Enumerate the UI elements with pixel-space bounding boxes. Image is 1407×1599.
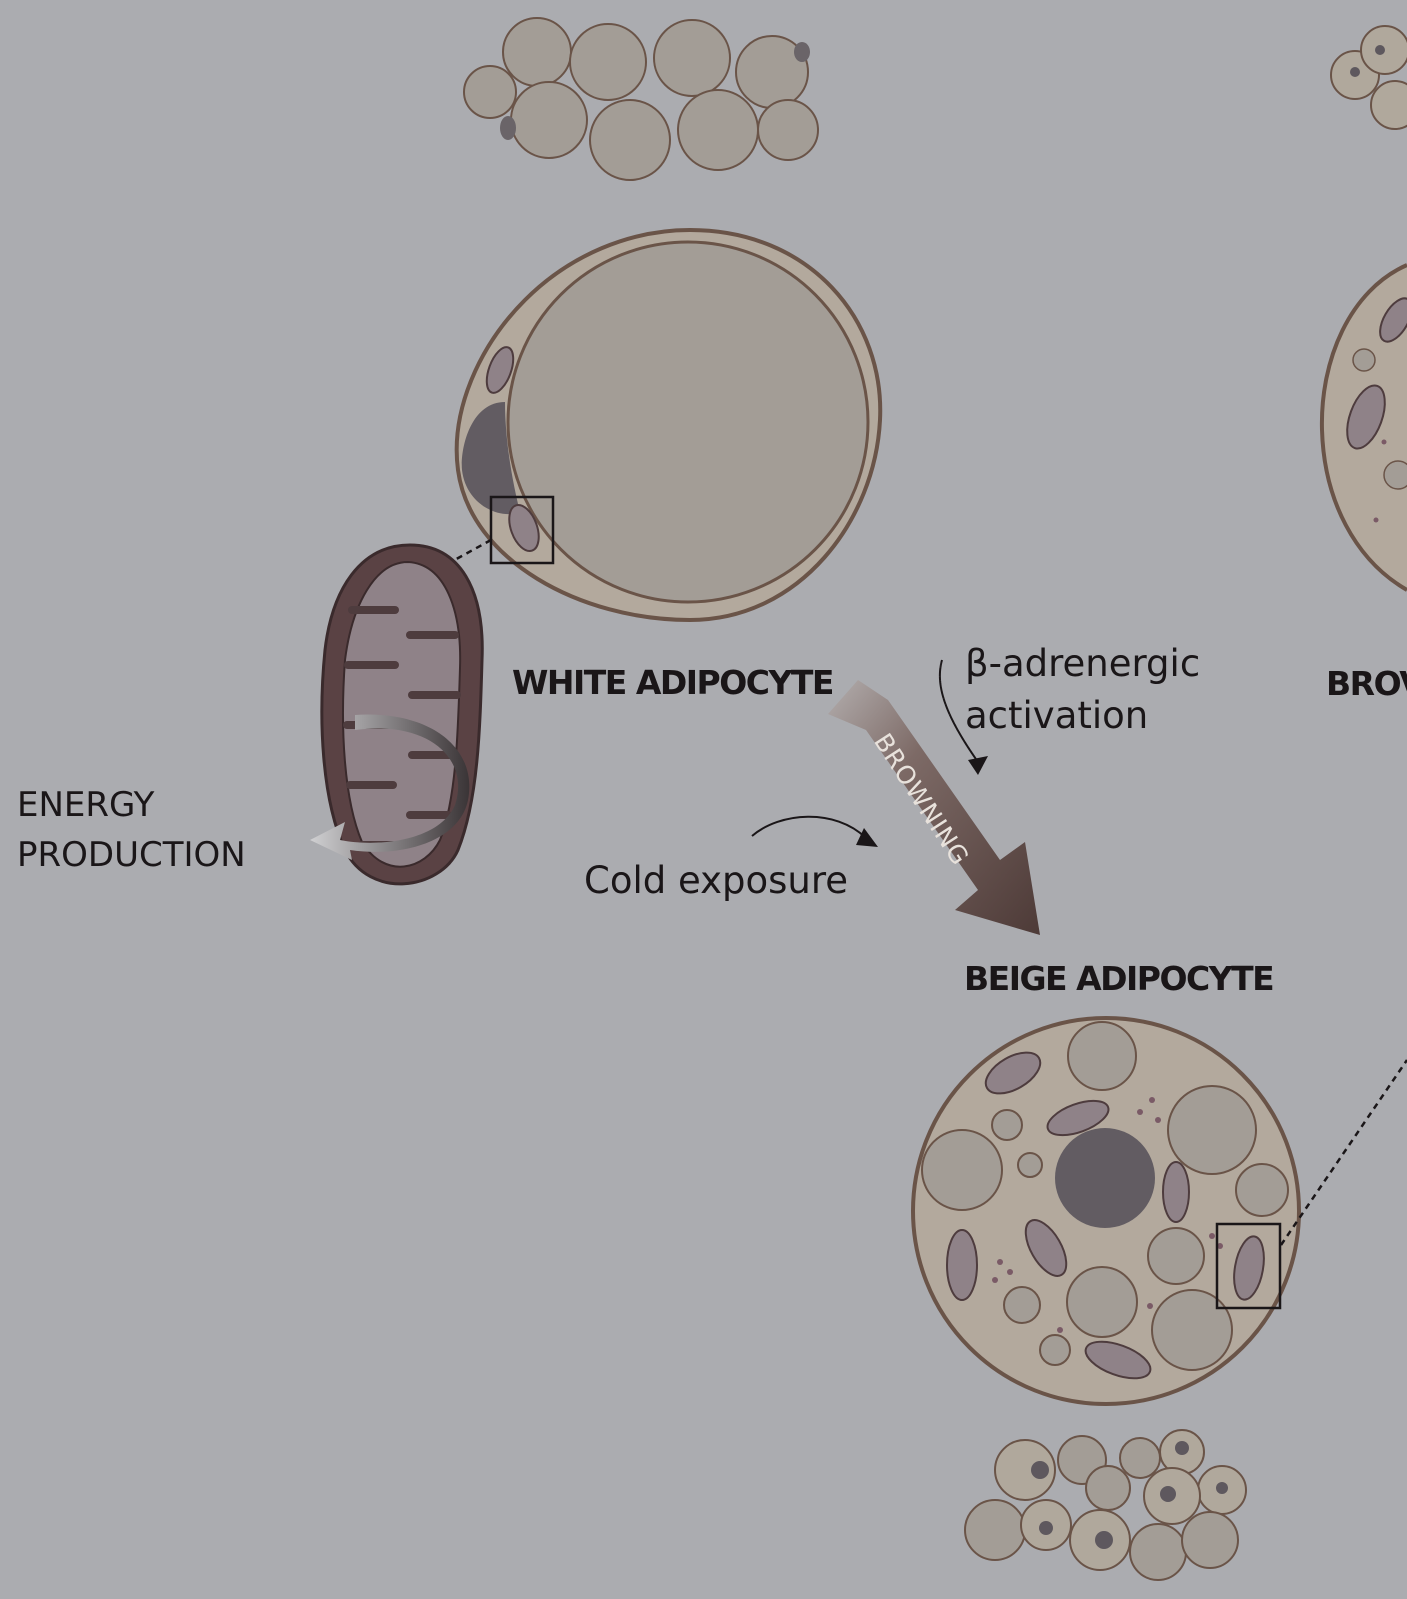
- nucleus: [1055, 1128, 1155, 1228]
- mitochondrion: [485, 346, 515, 394]
- beige-tissue-cluster: [964, 1429, 1247, 1581]
- brown-tissue-cluster: [1330, 25, 1407, 130]
- zoom-box: [489, 495, 555, 565]
- energy-production-label-line2: PRODUCTION: [17, 835, 246, 875]
- mitochondrion: [508, 504, 540, 552]
- beta-adrenergic-label-line2: activation: [965, 694, 1149, 737]
- brown-adipocyte-label: BROV: [1326, 664, 1407, 703]
- energy-arrow: [310, 714, 470, 860]
- beta-adrenergic-label-line1: β-adrenergic: [965, 642, 1201, 685]
- energy-production-label-line1: ENERGY: [17, 785, 155, 825]
- beige-adipocyte-label: BEIGE ADIPOCYTE: [964, 959, 1275, 998]
- browning-arrow: [828, 680, 1040, 935]
- white-adipocyte-cell: [454, 227, 883, 623]
- cold-exposure-arrow: [751, 815, 878, 847]
- nucleus: [461, 402, 520, 515]
- zoom-box: [1215, 1222, 1282, 1310]
- cold-exposure-label: Cold exposure: [584, 859, 849, 902]
- mitochondrion-large: [320, 543, 484, 886]
- beige-adipocyte-cell: [911, 1016, 1301, 1406]
- brown-adipocyte-cell: [1319, 263, 1407, 592]
- white-adipocyte-label: WHITE ADIPOCYTE: [512, 663, 834, 702]
- white-tissue-cluster: [463, 17, 819, 181]
- beta-adrenergic-arrow: [938, 659, 988, 775]
- lipid-droplet: [506, 240, 870, 604]
- zoom-connector: [1279, 1059, 1407, 1246]
